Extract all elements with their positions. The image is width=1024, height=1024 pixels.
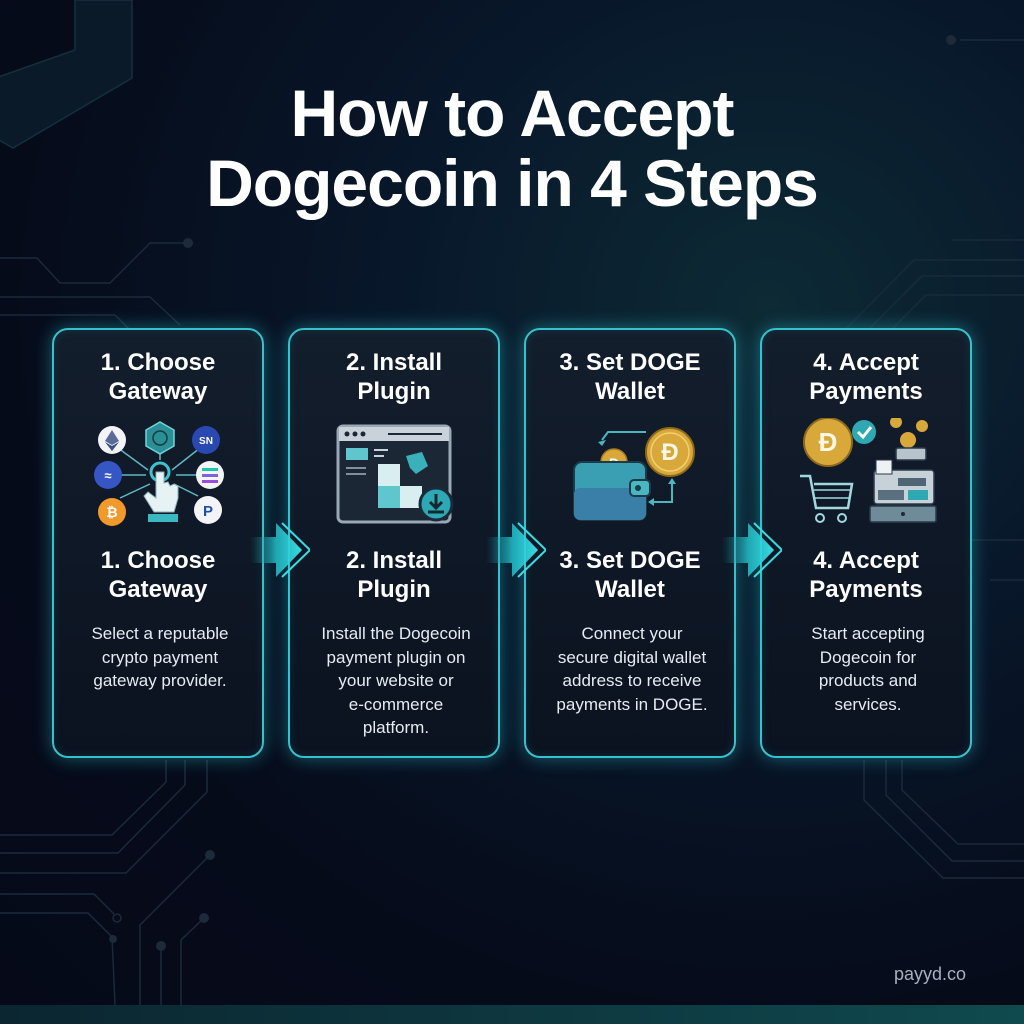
arrow-right-icon (722, 522, 782, 578)
title-line-2: Dogecoin in 4 Steps (206, 146, 819, 220)
plugin-install-icon (336, 424, 454, 524)
watermark: payyd.co (894, 964, 967, 984)
step-card-2: 2. Install Plugin 2. Install Plugin Inst… (288, 328, 500, 758)
step-description: Connect your secure digital wallet addre… (556, 624, 708, 714)
step-card-4: 4. Accept Payments Ð 4. Accept Payments … (760, 328, 972, 758)
svg-text:Ð: Ð (661, 439, 678, 466)
arrow-right-icon (250, 522, 310, 578)
bottom-band (0, 1005, 1024, 1024)
step-title: 3. Set DOGE Wallet (559, 547, 701, 603)
step-description: Install the Dogecoin payment plugin on y… (321, 624, 471, 737)
svg-text:P: P (203, 503, 213, 520)
step-title: 2. Install Plugin (345, 547, 443, 603)
svg-text:Ð: Ð (819, 427, 838, 457)
step-card-3: 3. Set DOGE Wallet Ð Ð 3. Set DOGE Walle… (524, 328, 736, 758)
accept-payments-icon: Ð (800, 418, 937, 523)
step-card-1: 1. Choose Gateway SN ≈ ₿ P 1. Choose Gat… (52, 328, 264, 758)
step-title: 1. Choose Gateway (100, 547, 216, 603)
svg-text:SN: SN (199, 436, 213, 447)
step-description: Select a reputable crypto payment gatewa… (91, 624, 229, 690)
doge-wallet-icon: Ð Ð (573, 427, 695, 521)
step-description: Start accepting Dogecoin for products an… (811, 624, 925, 714)
page-title: How to Accept Dogecoin in 4 Steps (0, 78, 1024, 218)
step-heading: 4. Accept Payments (809, 349, 923, 405)
svg-text:₿: ₿ (106, 504, 117, 520)
step-heading: 2. Install Plugin (345, 349, 443, 405)
arrow-right-icon (486, 522, 546, 578)
step-title: 4. Accept Payments (809, 547, 923, 603)
step-heading: 1. Choose Gateway (100, 349, 216, 405)
svg-text:≈: ≈ (104, 468, 111, 483)
title-line-1: How to Accept (290, 76, 735, 150)
gateway-selection-icon: SN ≈ ₿ P (94, 421, 224, 526)
step-heading: 3. Set DOGE Wallet (559, 349, 701, 405)
